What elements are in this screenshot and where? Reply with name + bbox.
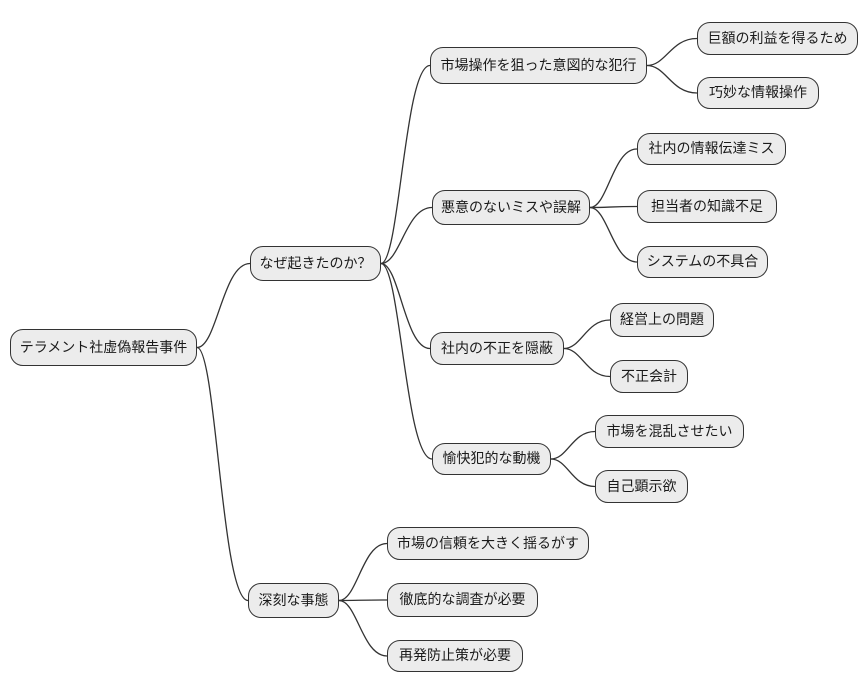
mindmap-node-hanzai: 市場操作を狙った意図的な犯行 xyxy=(430,47,647,84)
mindmap-node-inpei: 社内の不正を隠蔽 xyxy=(430,332,564,365)
mindmap-node-saihatsu: 再発防止策が必要 xyxy=(387,640,523,672)
mindmap-node-label: 市場操作を狙った意図的な犯行 xyxy=(440,57,637,74)
mindmap-node-label: 市場を混乱させたい xyxy=(606,423,733,440)
edge-hanzai-johosousa xyxy=(646,64,698,94)
mindmap-node-label: 不正会計 xyxy=(621,368,677,385)
mindmap-node-fuguai: システムの不具合 xyxy=(637,246,768,278)
edge-root-naze xyxy=(196,262,251,349)
edge-misu-fuguai xyxy=(589,206,638,263)
edge-misu-chishiki xyxy=(589,205,638,209)
edge-jitai-shinrai xyxy=(338,542,388,602)
edge-misu-dentatsu xyxy=(589,148,638,209)
mindmap-node-label: システムの不具合 xyxy=(646,254,759,270)
edge-yukai-jikokenji xyxy=(550,458,596,488)
mindmap-node-konran: 市場を混乱させたい xyxy=(595,415,744,448)
mindmap-node-label: 深刻な事態 xyxy=(258,592,329,609)
edge-naze-yukai xyxy=(380,262,433,460)
mindmap-node-label: 経営上の問題 xyxy=(620,312,704,328)
mindmap-node-jitai: 深刻な事態 xyxy=(248,583,339,618)
mindmap-node-jikokenji: 自己顕示欲 xyxy=(595,470,688,503)
mindmap-node-label: 担当者の知識不足 xyxy=(651,198,763,215)
mindmap-node-label: 自己顕示欲 xyxy=(606,478,677,495)
edge-naze-misu xyxy=(380,206,433,265)
edge-jitai-chousa xyxy=(338,599,388,602)
mindmap-node-keiei: 経営上の問題 xyxy=(610,303,714,337)
mindmap-node-kaikei: 不正会計 xyxy=(610,360,688,393)
mindmap-node-root: テラメント社虚偽報告事件 xyxy=(10,329,197,366)
mindmap-node-label: なぜ起きたのか？ xyxy=(259,255,372,272)
edge-inpei-keiei xyxy=(563,319,611,350)
mindmap-node-label: 愉快犯的な動機 xyxy=(442,451,541,467)
mindmap-node-yukai: 愉快犯的な動機 xyxy=(432,443,551,475)
mindmap-node-dentatsu: 社内の情報伝達ミス xyxy=(637,133,786,165)
mindmap-node-label: 再発防止策が必要 xyxy=(399,648,511,664)
mindmap-node-label: テラメント社虚偽報告事件 xyxy=(19,339,188,356)
edge-naze-hanzai xyxy=(380,64,431,265)
edge-yukai-konran xyxy=(550,430,596,460)
edge-naze-inpei xyxy=(380,262,431,350)
mindmap-node-chishiki: 担当者の知識不足 xyxy=(637,190,777,223)
mindmap-node-label: 社内の情報伝達ミス xyxy=(648,141,775,157)
mindmap-node-label: 巧妙な情報操作 xyxy=(709,85,807,101)
mindmap-node-rieki: 巨額の利益を得るため xyxy=(697,22,858,55)
mindmap-node-label: 市場の信頼を大きく揺るがす xyxy=(397,535,579,552)
mindmap-node-misu: 悪意のないミスや誤解 xyxy=(432,190,590,225)
edge-inpei-kaikei xyxy=(563,347,611,378)
edge-root-jitai xyxy=(196,346,249,602)
mindmap-node-label: 社内の不正を隠蔽 xyxy=(441,340,553,357)
mindmap-node-chousa: 徹底的な調査が必要 xyxy=(387,583,538,617)
mindmap-node-shinrai: 市場の信頼を大きく揺るがす xyxy=(387,527,589,560)
edge-hanzai-rieki xyxy=(646,37,698,67)
edge-jitai-saihatsu xyxy=(338,599,388,657)
mindmap-node-label: 巨額の利益を得るため xyxy=(707,30,848,47)
mindmap-node-johosousa: 巧妙な情報操作 xyxy=(697,77,819,109)
mindmap-node-naze: なぜ起きたのか？ xyxy=(250,246,381,281)
mindmap-node-label: 悪意のないミスや誤解 xyxy=(441,199,581,216)
mindmap-node-label: 徹底的な調査が必要 xyxy=(399,592,526,608)
